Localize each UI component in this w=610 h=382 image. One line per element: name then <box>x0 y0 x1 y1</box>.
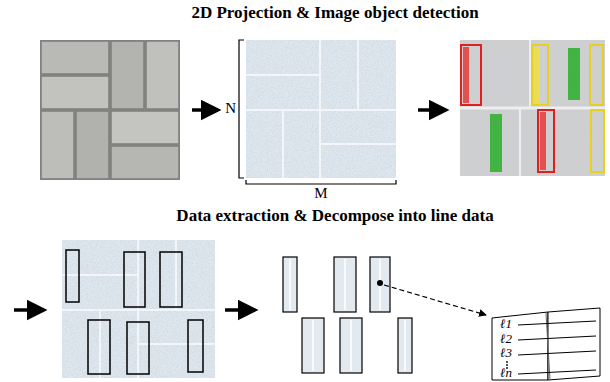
detection-image <box>460 40 605 176</box>
slab-block <box>492 308 600 380</box>
pick-dot <box>377 280 383 286</box>
extraction-image <box>62 240 215 378</box>
section-heading: Data extraction & Decompose into line da… <box>30 206 610 226</box>
dimension-label: N <box>225 100 236 117</box>
line-label: ℓn <box>500 366 512 379</box>
point-cloud-image <box>246 40 396 178</box>
line-label: ℓ1 <box>500 317 512 330</box>
dimension-label: M <box>314 185 327 202</box>
dimension-bracket <box>239 40 396 184</box>
section-heading: 2D Projection & Image object detection <box>30 3 610 23</box>
line-label: ℓ3 <box>500 346 512 359</box>
leader-line <box>384 285 486 315</box>
paving-photo <box>40 40 180 180</box>
line-label: ℓ2 <box>500 332 512 345</box>
extracted-patch <box>283 257 412 373</box>
